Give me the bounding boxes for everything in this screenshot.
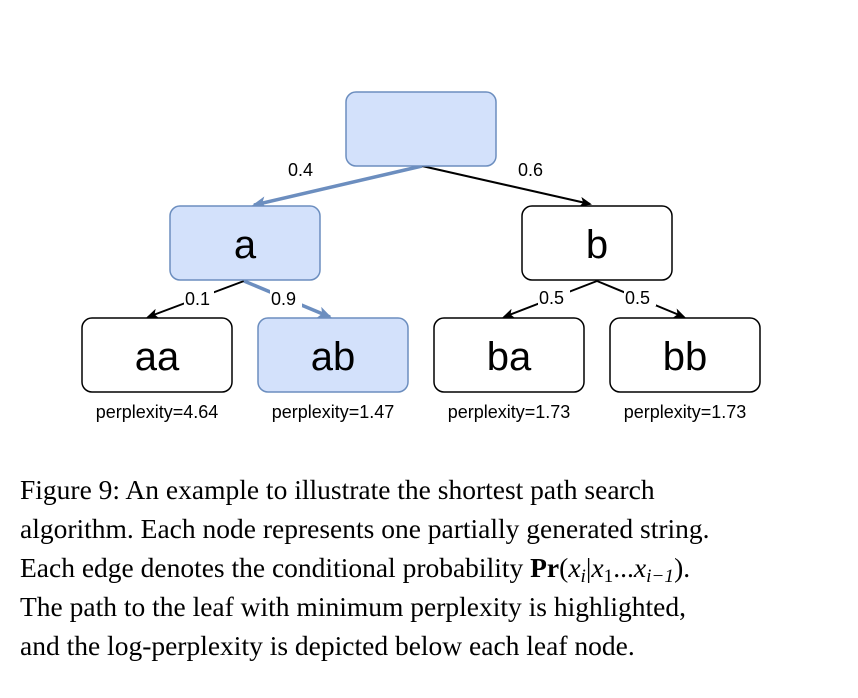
- edge-label-a-aa: 0.1: [185, 289, 210, 309]
- formula-dots: ...: [613, 552, 634, 583]
- caption-line-3: Each edge denotes the conditional probab…: [20, 548, 840, 587]
- node-a: a: [169, 205, 321, 281]
- formula-xi-sub: i: [580, 565, 586, 587]
- formula-x1-sub: 1: [603, 565, 614, 587]
- perplexity-aa: perplexity=4.64: [96, 402, 219, 422]
- formula-xim1-sub: i−1: [646, 565, 675, 587]
- node-ba-label: ba: [487, 335, 532, 379]
- edge-label-root-a: 0.4: [288, 160, 313, 180]
- node-b-label: b: [586, 223, 608, 267]
- caption-line-2: algorithm. Each node represents one part…: [20, 513, 710, 544]
- figure-caption: Figure 9: An example to illustrate the s…: [20, 470, 840, 665]
- formula-pr: Pr: [530, 552, 560, 583]
- caption-line-3-suffix: .: [683, 552, 691, 583]
- node-ab: ab: [257, 317, 409, 393]
- edge-label-root-b: 0.6: [518, 160, 543, 180]
- edge-label-a-ab: 0.9: [271, 289, 296, 309]
- formula-open-paren: (: [559, 552, 569, 583]
- edge-root-b: [421, 165, 592, 207]
- formula-close-paren: ): [674, 552, 684, 583]
- edge-label-b-bb: 0.5: [625, 288, 650, 308]
- perplexity-ab: perplexity=1.47: [272, 402, 395, 422]
- node-bb-label: bb: [663, 335, 708, 379]
- conditional-probability-formula: Pr(xi|x1...xi−1): [530, 552, 684, 586]
- node-aa: aa: [81, 317, 233, 393]
- perplexity-ba: perplexity=1.73: [448, 402, 571, 422]
- perplexity-bb: perplexity=1.73: [624, 402, 747, 422]
- node-a-label: a: [234, 223, 257, 267]
- formula-xim1: x: [633, 552, 647, 583]
- edge-root-a: [252, 164, 423, 209]
- node-b: b: [521, 205, 673, 281]
- node-root: [345, 91, 497, 167]
- caption-line-1: Figure 9: An example to illustrate the s…: [20, 474, 655, 505]
- formula-x1: x: [591, 552, 604, 583]
- node-ab-label: ab: [311, 335, 356, 379]
- caption-line-5: and the log-perplexity is depicted below…: [20, 630, 635, 661]
- tree-diagram: 0.4 0.6 0.1 0.9 0.5 0.5 a b aa ab ba bb …: [81, 91, 761, 422]
- caption-line-3-prefix: Each edge denotes the conditional probab…: [20, 552, 531, 583]
- node-bb: bb: [609, 317, 761, 393]
- caption-line-4: The path to the leaf with minimum perple…: [20, 591, 686, 622]
- node-aa-label: aa: [135, 335, 180, 379]
- node-ba: ba: [433, 317, 585, 393]
- formula-xi: x: [568, 552, 581, 583]
- formula-bar: |: [585, 552, 592, 583]
- edge-label-b-ba: 0.5: [539, 288, 564, 308]
